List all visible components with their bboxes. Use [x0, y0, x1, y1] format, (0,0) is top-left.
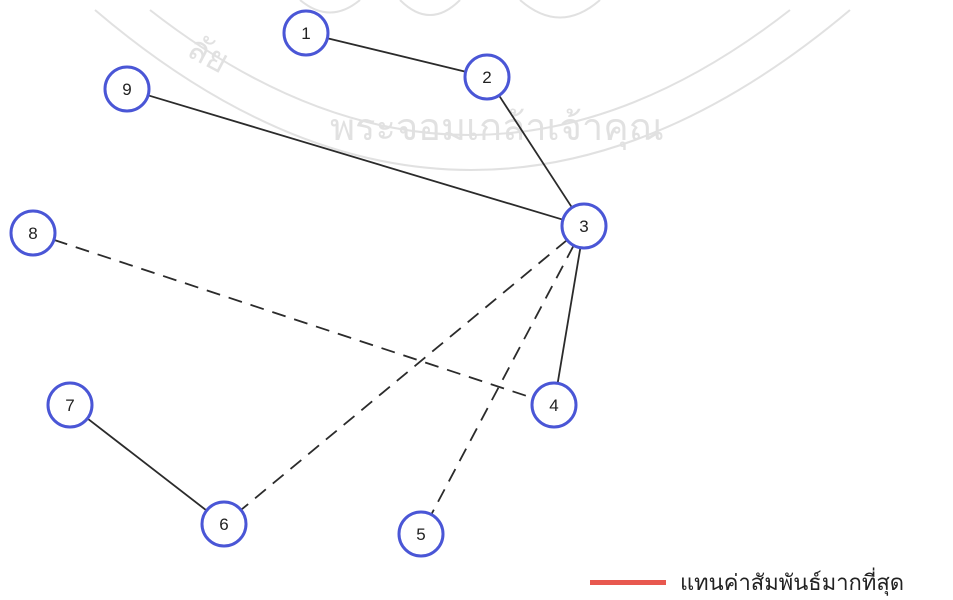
node-5: 5 [397, 510, 445, 558]
svg-text:ลัย: ลัย [181, 28, 236, 82]
edge-8-4 [53, 239, 534, 399]
node-4: 4 [530, 381, 578, 429]
node-label: 4 [549, 396, 558, 415]
node-label: 6 [219, 515, 228, 534]
node-circle [397, 510, 445, 558]
node-7: 7 [46, 381, 94, 429]
legend-label: แทนค่าสัมพันธ์มากที่สุด [680, 571, 905, 596]
node-circle [9, 209, 57, 257]
node-label: 5 [416, 525, 425, 544]
node-8: 8 [9, 209, 57, 257]
node-label: 8 [28, 224, 37, 243]
node-label: 3 [579, 217, 588, 236]
node-circle [103, 65, 151, 113]
edge-7-6 [86, 417, 208, 512]
node-circle [463, 53, 511, 101]
node-9: 9 [103, 65, 151, 113]
svg-text:พระจอมเกล้าเจ้าคุณ: พระจอมเกล้าเจ้าคุณ [330, 105, 664, 150]
node-circle [530, 381, 578, 429]
node-1: 1 [282, 9, 330, 57]
node-label: 2 [482, 68, 491, 87]
node-circle [282, 9, 330, 57]
edge-3-5 [430, 245, 575, 515]
edge-2-3 [498, 94, 573, 209]
node-3: 3 [560, 202, 608, 250]
node-label: 9 [122, 80, 131, 99]
node-circle [560, 202, 608, 250]
node-label: 1 [301, 24, 310, 43]
edge-9-3 [147, 94, 564, 221]
edge-1-2 [327, 37, 466, 73]
legend-red-line-swatch [590, 580, 666, 585]
legend: แทนค่าสัมพันธ์มากที่สุด [590, 565, 904, 600]
node-circle [200, 500, 248, 548]
node-2: 2 [463, 53, 511, 101]
edge-3-6 [240, 239, 568, 511]
node-circle [46, 381, 94, 429]
node-6: 6 [200, 500, 248, 548]
edge-3-4 [556, 247, 582, 384]
node-label: 7 [65, 396, 74, 415]
